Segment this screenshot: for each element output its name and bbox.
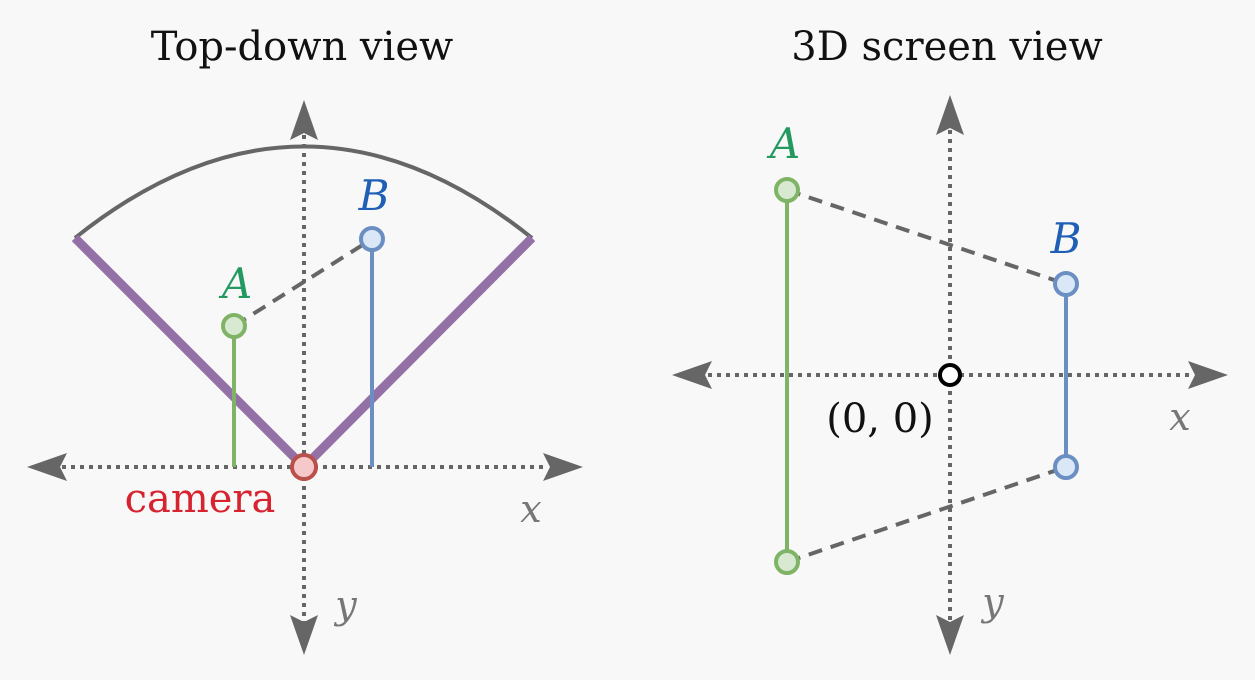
left-axes [27, 100, 583, 655]
camera-label: camera [125, 476, 276, 522]
right-label-a: A [766, 119, 800, 168]
arrow-left-icon [27, 453, 67, 481]
arrow-left-icon [672, 361, 712, 389]
arrow-up-icon [936, 95, 964, 135]
right-axes [672, 95, 1228, 655]
arrow-right-icon [1188, 361, 1228, 389]
arrow-down-icon [936, 615, 964, 655]
left-label-a: A [218, 259, 252, 308]
origin-label: (0, 0) [826, 396, 934, 442]
fov-arc [73, 144, 534, 240]
arrow-down-icon [290, 615, 318, 655]
left-y-label: y [333, 583, 357, 627]
right-label-b: B [1050, 214, 1082, 263]
screen-view-panel: 3D screen view A B (0, 0) x y [672, 24, 1228, 655]
arrow-right-icon [543, 453, 583, 481]
right-title: 3D screen view [791, 24, 1102, 70]
point-a-bottom [774, 549, 800, 575]
point-b-top [1053, 271, 1079, 297]
right-y-label: y [980, 580, 1004, 624]
point-a [221, 313, 247, 339]
top-down-view-panel: Top-down view A B camera x y [27, 24, 583, 655]
left-title: Top-down view [151, 24, 453, 70]
left-label-b: B [358, 171, 390, 220]
origin-point [938, 363, 962, 387]
bottom-dashed-line [786, 465, 1067, 564]
top-dashed-line [786, 188, 1067, 286]
a-b-dashed-line [232, 237, 374, 328]
point-b [359, 226, 385, 252]
left-x-label: x [520, 487, 541, 531]
point-a-top [774, 177, 800, 203]
camera-point [290, 453, 318, 481]
arrow-up-icon [290, 100, 318, 140]
point-b-bottom [1053, 454, 1079, 480]
right-x-label: x [1169, 395, 1190, 439]
